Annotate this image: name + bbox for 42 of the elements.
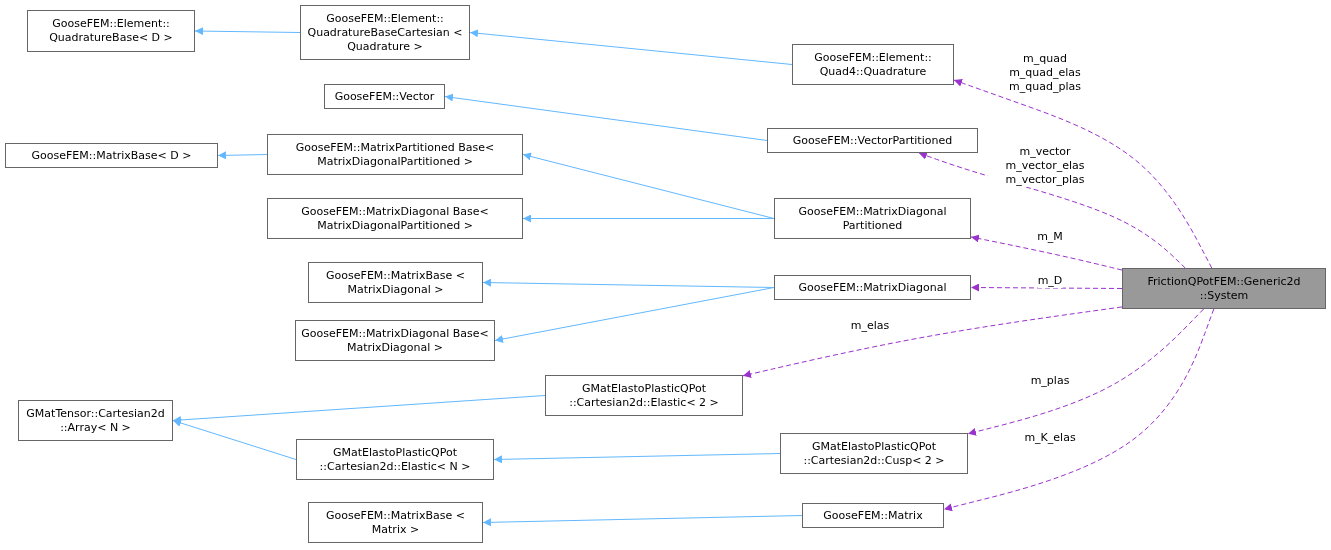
selected-class-box: FrictionQPotFEM::Generic2d ::System: [1122, 268, 1326, 309]
arrow: [194, 27, 301, 36]
class-box: GMatElastoPlasticQPot ::Cartesian2d::Cusp< 2 >: [780, 433, 968, 474]
dashed-arrow: [970, 234, 1123, 271]
class-box: GooseFEM::MatrixBase < Matrix >: [308, 502, 483, 543]
dashed-arrow: [918, 151, 1186, 269]
class-box: GMatTensor::Cartesian2d ::Array< N >: [18, 400, 173, 441]
dashed-arrow: [970, 283, 1123, 292]
class-box: GooseFEM::MatrixDiagonal Base< MatrixDiagonalPartitioned >: [267, 198, 523, 239]
class-box: GooseFEM::MatrixDiagonal Partitioned: [774, 198, 971, 239]
class-box: GooseFEM::Vector: [324, 84, 445, 109]
class-box: GooseFEM::MatrixBase< D >: [5, 143, 218, 168]
class-box: GooseFEM::MatrixPartitioned Base< MatrixDiagonalPartitioned >: [267, 134, 523, 175]
class-box: GooseFEM::Matrix: [802, 503, 944, 528]
dashed-arrow: [742, 306, 1123, 378]
arrow: [494, 287, 775, 343]
class-box: GooseFEM::MatrixBase < MatrixDiagonal >: [308, 262, 483, 303]
class-box: GooseFEM::MatrixDiagonal Base< MatrixDiagonal >: [295, 320, 495, 361]
arrow: [444, 93, 768, 141]
dashed-arrow: [967, 308, 1205, 436]
edge-label: m_elas: [850, 319, 890, 333]
class-box: GooseFEM::Element:: QuadratureBaseCartesian < Quadrature >: [300, 5, 470, 60]
class-box: GooseFEM::VectorPartitioned: [767, 128, 978, 153]
dashed-arrow: [953, 79, 1213, 269]
edge-label: m_D: [1037, 274, 1063, 288]
class-box: GMatElastoPlasticQPot ::Cartesian2d::Elastic< N >: [296, 439, 494, 480]
arrow: [469, 29, 793, 65]
class-box: GMatElastoPlasticQPot ::Cartesian2d::Elastic< 2 >: [545, 375, 743, 416]
arrow: [172, 395, 546, 424]
class-box: GooseFEM::MatrixDiagonal: [774, 275, 971, 300]
arrow: [493, 453, 781, 464]
arrow: [482, 515, 803, 527]
edge-label: m_plas: [1030, 374, 1070, 388]
edge-label: m_M: [1037, 230, 1063, 244]
dashed-arrow: [943, 308, 1215, 512]
class-box: GooseFEM::Element:: Quad4::Quadrature: [792, 44, 954, 85]
arrow: [217, 151, 268, 160]
arrow: [522, 152, 775, 219]
class-box: GooseFEM::Element:: QuadratureBase< D >: [27, 10, 195, 52]
arrow: [172, 419, 297, 460]
arrow: [522, 214, 775, 223]
edge-label: m_K_elas: [1024, 431, 1076, 445]
